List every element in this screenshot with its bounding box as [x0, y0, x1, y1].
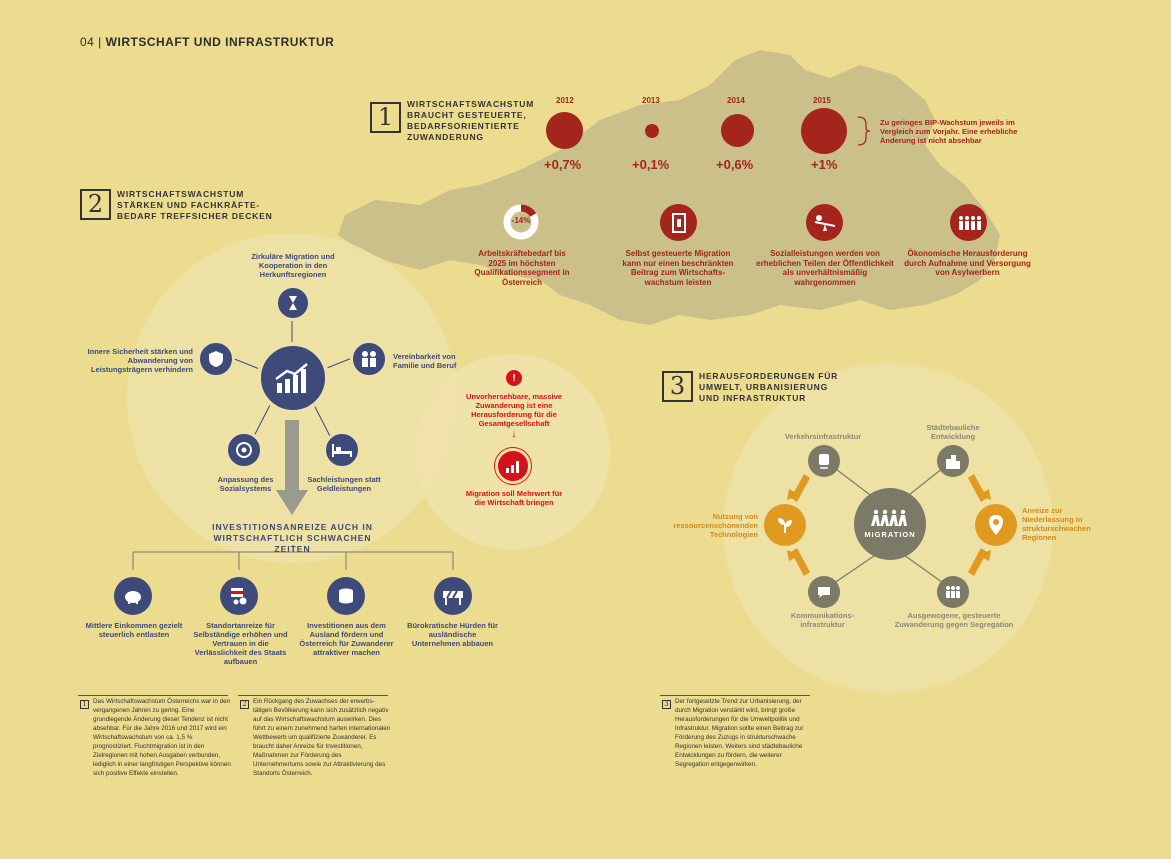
- location-pin-icon: [975, 504, 1017, 546]
- node-label-urban: Städtebauliche Entwicklung: [926, 423, 980, 441]
- refugees-icon: [950, 204, 987, 241]
- donut-chart-icon: [503, 204, 539, 240]
- footnote-3-text: Der fortgesetzte Trend zur Urbanisierung…: [675, 698, 804, 768]
- hourglass-cycle-icon: [275, 285, 311, 321]
- family-icon: [350, 340, 388, 378]
- section-2-title: WIRTSCHAFTSWACHSTUM STÄRKEN UND FACHKRÄF…: [117, 189, 273, 221]
- flag-gears-icon: [220, 577, 258, 615]
- year-2013: 2013: [642, 96, 660, 105]
- buildings-icon: [937, 445, 969, 477]
- bed-icon: [323, 431, 361, 469]
- hub-label-top: Zirkuläre Migration und Kooperation in d…: [251, 252, 335, 279]
- node-label-transport: Verkehrsinfrastruktur: [784, 432, 862, 441]
- fact-labor-demand: Arbeitskräftebedarf bis 2025 im höchsten…: [474, 249, 570, 287]
- page-number: 04 |: [80, 35, 102, 49]
- social-system-icon: [225, 431, 263, 469]
- growth-pct-2012: +0,7%: [544, 157, 582, 172]
- coins-icon: [327, 577, 365, 615]
- invest-item-bureaucracy: Bürokratische Hürden für ausländische Un…: [407, 621, 498, 648]
- section-3-number: 3: [662, 371, 693, 402]
- warning-icon: !: [506, 370, 522, 386]
- gate-icon: [660, 204, 697, 241]
- tram-icon: [808, 445, 840, 477]
- year-2012: 2012: [556, 96, 574, 105]
- seesaw-icon: [806, 204, 843, 241]
- node-label-resources: Nutzung von ressourcenschonenden Technol…: [673, 512, 758, 539]
- growth-bubble-2014: [721, 114, 754, 147]
- hub-label-bottom-left: Anpassung des Sozialsystems: [217, 475, 274, 493]
- value-text: Migration soll Mehrwert für die Wirtscha…: [465, 489, 563, 507]
- invest-item-foreign: Investitionen aus dem Ausland fördern un…: [299, 621, 394, 657]
- warning-arrow: ↓: [511, 428, 517, 440]
- hub-label-left: Innere Sicherheit stärken und Abwanderun…: [87, 347, 193, 374]
- hub-label-right: Vereinbarkeit von Familie und Beruf: [393, 352, 457, 370]
- chat-icon: [808, 576, 840, 608]
- invest-title: INVESTITIONSANREIZE AUCH IN WIRTSCHAFTLI…: [212, 522, 373, 554]
- footnote-1-text: Das Wirtschaftswachstum Österreichs war …: [93, 698, 231, 777]
- year-2015: 2015: [813, 96, 831, 105]
- people-group-icon: [937, 576, 969, 608]
- value-chart-icon: [495, 448, 531, 484]
- warning-text: Unvorhersehbare, massive Zuwanderung ist…: [466, 392, 562, 428]
- invest-item-location: Standortanreize für Selbständige erhöhen…: [193, 621, 288, 666]
- donut-label: -14%: [511, 216, 531, 225]
- growth-pct-2013: +0,1%: [632, 157, 670, 172]
- shield-icon: [197, 340, 235, 378]
- footnote-2-number: 2: [240, 700, 249, 709]
- growth-bubble-2015: [801, 108, 847, 154]
- footnote-3-number: 3: [662, 700, 671, 709]
- growth-chart-icon: [257, 342, 329, 414]
- page-header: 04 | WIRTSCHAFT UND INFRASTRUKTUR: [80, 35, 334, 49]
- growth-pct-2015: +1%: [811, 157, 838, 172]
- footnote-2-rule: [238, 695, 388, 696]
- footnote-1-rule: [78, 695, 228, 696]
- hub-label-bottom-right: Sachleistungen statt Geldleistungen: [307, 475, 381, 493]
- growth-pct-2014: +0,6%: [716, 157, 754, 172]
- node-label-communication: Kommunikations-infrastruktur: [790, 611, 855, 629]
- node-label-settlement: Anreize zur Niederlassung in struktursch…: [1022, 506, 1091, 542]
- invest-item-income: Mittlere Einkommen gezielt steuerlich en…: [85, 621, 183, 639]
- barrier-icon: [434, 577, 472, 615]
- fact-controlled-migration: Selbst gesteuerte Migration kann nur ein…: [622, 249, 734, 287]
- migration-hub: MIGRATION: [854, 488, 926, 560]
- fact-asylum: Ökonomische Herausforderung durch Aufnah…: [904, 249, 1031, 277]
- section-2-number: 2: [80, 189, 111, 220]
- footnote-2-text: Ein Rückgang des Zuwachses der erwerbs­t…: [253, 698, 391, 777]
- section-3-title: HERAUSFORDERUNGEN FÜR UMWELT, URBANISIER…: [699, 371, 839, 403]
- footnote-3-rule: [660, 695, 810, 696]
- piggy-bank-icon: [114, 577, 152, 615]
- footnote-1-number: 1: [80, 700, 89, 709]
- migration-people-icon: [871, 509, 907, 526]
- section-1-number: 1: [370, 102, 401, 133]
- year-2014: 2014: [727, 96, 745, 105]
- node-label-segregation: Ausgewogene, gesteuerte Zuwanderung gege…: [894, 611, 1014, 629]
- page-title: WIRTSCHAFT UND INFRASTRUKTUR: [105, 35, 335, 49]
- growth-bubble-2013: [645, 124, 659, 138]
- plant-icon: [764, 504, 806, 546]
- fact-social-benefits: Sozialleistungen werden von erheblichen …: [756, 249, 894, 287]
- section-1-title: WIRTSCHAFTSWACHSTUM BRAUCHT GESTEUERTE, …: [407, 99, 535, 142]
- migration-label: MIGRATION: [864, 530, 916, 539]
- growth-note: Zu geringes BIP-Wachstum jeweils im Verg…: [880, 118, 1018, 145]
- growth-bubble-2012: [546, 112, 583, 149]
